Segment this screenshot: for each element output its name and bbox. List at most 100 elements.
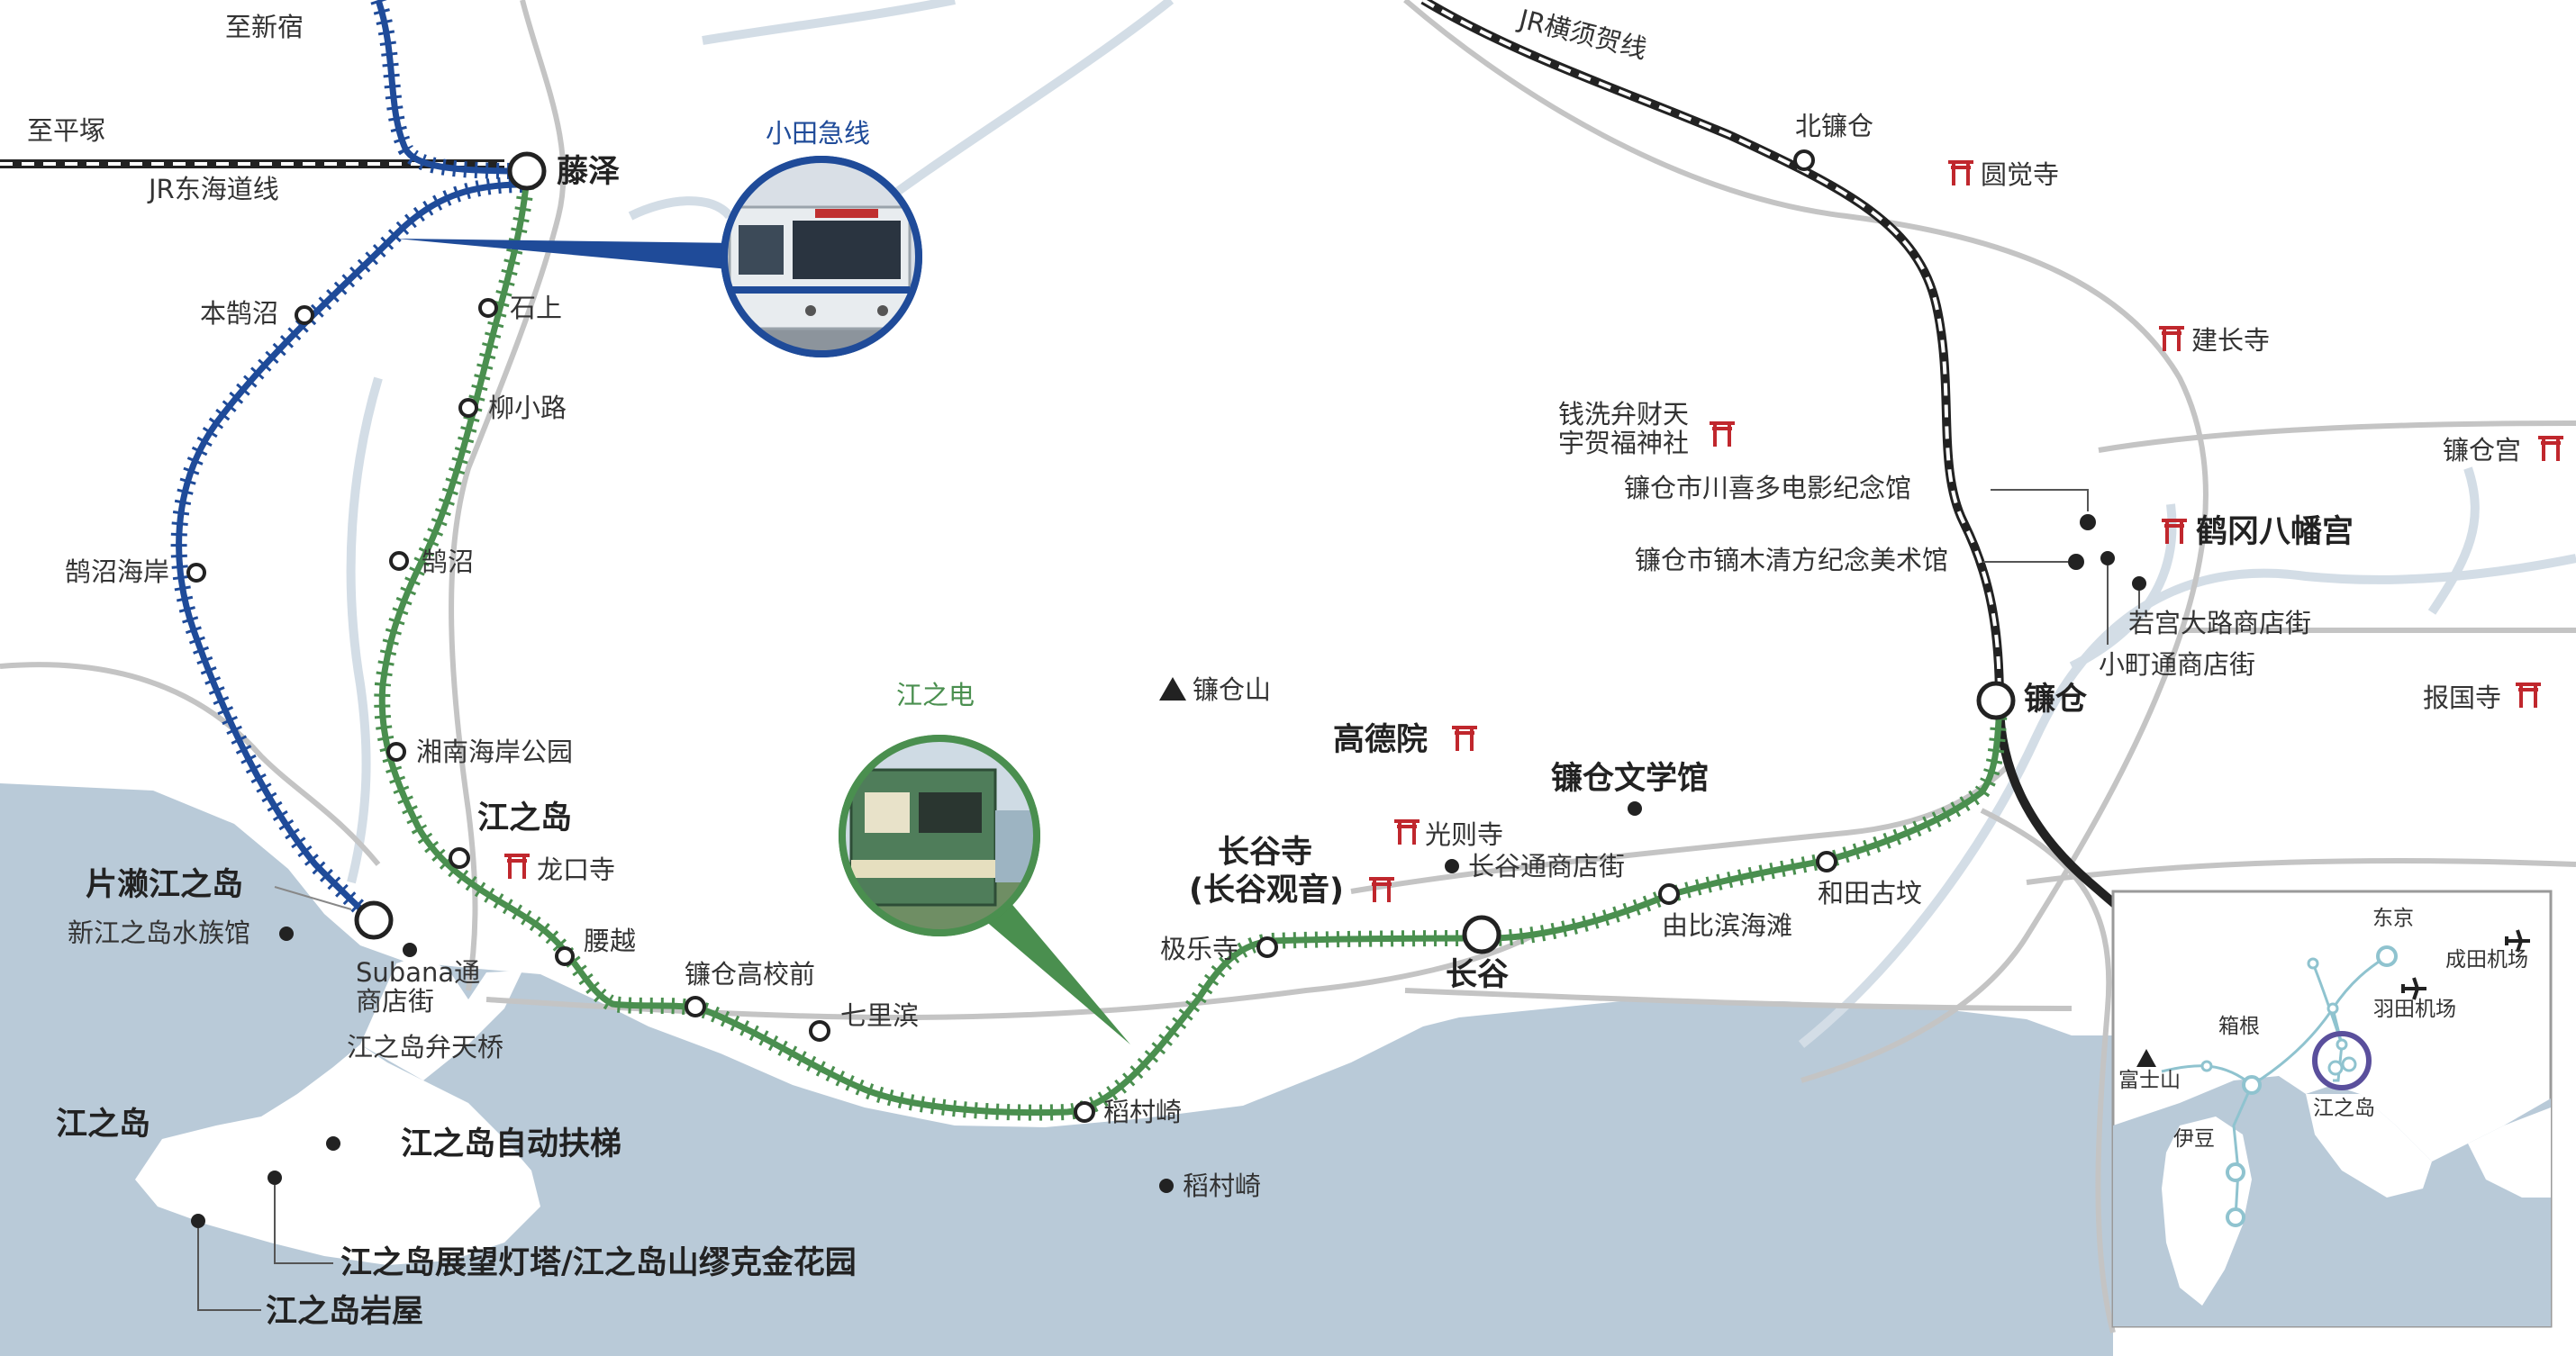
place-bungakukan-label: 镰仓文学馆	[1551, 760, 1709, 797]
enoden-station-shichirigahama-label: 七里滨	[840, 1000, 919, 1031]
odakyu-station-katase-enoshima: 片濑江之岛	[86, 867, 394, 940]
odakyu-station-shonan-kaigan-koen: 湘南海岸公园	[386, 737, 573, 767]
odakyu-line	[170, 0, 523, 927]
odakyu-station-hon-kugenuma-label: 本鹄沼	[200, 298, 278, 329]
place-escalator: 江之岛自动扶梯	[326, 1126, 621, 1162]
place-subana-street-label-2: 商店街	[356, 986, 434, 1017]
place-hasedera: 长谷寺 (长谷观音)	[1189, 835, 1394, 909]
place-ryukoji-label: 龙口寺	[537, 854, 615, 885]
enoden-station-enoshima: 江之岛	[449, 800, 572, 869]
rivers	[346, 0, 2576, 1048]
torii-icon	[2516, 683, 2541, 708]
place-hase-shotengai: 长谷通商店街	[1445, 851, 1625, 881]
place-subana-street: Subana通 商店街	[356, 943, 480, 1017]
place-ryukoji: 龙口寺	[504, 854, 615, 885]
enoden-station-kamakura: 镰仓	[1976, 681, 2088, 720]
direction-hiratsuka: 至平塚	[27, 115, 105, 146]
place-wakamiya-oji: 若宫大路商店街 小町通商店街	[2099, 551, 2311, 680]
place-lighthouse-label: 江之岛展望灯塔/江之岛山缪克金花园	[340, 1244, 857, 1281]
direction-shinjuku: 至新宿	[225, 12, 304, 42]
place-kamakuragu-label: 镰仓宫	[2443, 435, 2521, 466]
enoden-station-yuigahama-label: 由比滨海滩	[1662, 910, 1792, 941]
place-zeniarai-label-1: 钱洗弁财天	[1558, 399, 1689, 429]
place-hokokuji-label: 报国寺	[2423, 683, 2501, 713]
enoden-station-koshigoe-label: 腰越	[584, 926, 636, 956]
odakyu-line-label: 小田急线	[766, 118, 870, 149]
torii-icon	[2538, 436, 2563, 461]
torii-icon	[2162, 519, 2187, 544]
enoden-station-inamuragasaki-label: 稻村崎	[1103, 1097, 1182, 1127]
enoden-station-wadazuka: 和田古坟	[1816, 851, 1922, 909]
place-escalator-label: 江之岛自动扶梯	[401, 1126, 621, 1162]
jr-tokaido-label: JR东海道线	[147, 174, 279, 204]
enoden-station-kamakura-koko-mae-label: 镰仓高校前	[685, 959, 815, 990]
torii-icon	[1948, 160, 1973, 185]
enoden-station-hase-label: 长谷	[1446, 957, 1509, 993]
odakyu-station-yanagikoji-label: 柳小路	[488, 393, 567, 423]
enoden-station-inamuragasaki: 稻村崎	[1074, 1097, 1182, 1127]
place-engakuji-label: 圆觉寺	[1981, 159, 2059, 190]
inset-fuji-label: 富士山	[2118, 1069, 2181, 1092]
place-kotokuin: 高德院	[1333, 722, 1477, 758]
place-kawakita-museum-label: 镰仓市川喜多电影纪念馆	[1624, 473, 1911, 503]
odakyu-station-kugenuma-kaigan: 鹄沼海岸	[65, 556, 206, 587]
place-kenchoji-label: 建长寺	[2191, 325, 2270, 356]
enoden-line-label: 江之电	[896, 680, 975, 710]
odakyu-station-ishigami-label: 石上	[510, 293, 562, 323]
place-hokokuji: 报国寺	[2423, 683, 2541, 713]
jr-station-kita-kamakura-label: 北镰仓	[1795, 111, 1873, 141]
place-inamuragasaki-park: 稻村崎	[1159, 1171, 1261, 1201]
enoshima-island-label: 江之岛	[56, 1107, 150, 1143]
enoden-station-shichirigahama: 七里滨	[809, 1000, 919, 1042]
enoshima-island-shape	[135, 1044, 540, 1265]
place-zeniarai-label-2: 宇贺福神社	[1558, 428, 1689, 458]
inset-narita-label: 成田机场	[2445, 948, 2528, 972]
place-komachi-dori-label: 小町通商店街	[2099, 649, 2255, 680]
enoden-station-enoshima-label: 江之岛	[477, 800, 572, 836]
place-zeniarai: 钱洗弁财天 宇贺福神社	[1558, 399, 1735, 458]
enoden-line	[374, 175, 2008, 1121]
odakyu-station-shonan-kaigan-koen-label: 湘南海岸公园	[416, 737, 573, 767]
place-kamakurayama: 镰仓山	[1159, 674, 1271, 705]
place-caves: 江之岛岩屋	[191, 1214, 423, 1330]
torii-icon	[1369, 877, 1394, 902]
enoden-station-fujisawa-label: 藤泽	[557, 154, 620, 190]
odakyu-station-ishigami: 石上	[478, 293, 562, 323]
place-hase-shotengai-label: 长谷通商店街	[1468, 851, 1625, 881]
inset-station-dots	[2200, 945, 2398, 1227]
place-kosokuji-label: 光则寺	[1425, 819, 1503, 850]
enoden-photo-callout	[839, 735, 1130, 1044]
torii-icon	[504, 854, 530, 879]
enoden-station-gokurakuji: 极乐寺	[1160, 934, 1278, 964]
inset-izu-label: 伊豆	[2173, 1127, 2215, 1151]
enoden-station-gokurakuji-label: 极乐寺	[1160, 934, 1238, 964]
inset-haneda-label: 羽田机场	[2373, 998, 2456, 1021]
odakyu-station-kugenuma-label: 鹄沼	[422, 547, 474, 577]
torii-icon	[1394, 819, 1420, 845]
odakyu-photo-callout	[396, 156, 922, 357]
causeway	[360, 954, 522, 1080]
place-kaburaki-museum-label: 镰仓市镝木清方纪念美术馆	[1635, 545, 1948, 575]
place-caves-label: 江之岛岩屋	[266, 1294, 423, 1330]
jr-station-kita-kamakura: 北镰仓	[1793, 111, 1873, 171]
inset-enoshima-ring	[2312, 1031, 2372, 1090]
place-kotokuin-label: 高德院	[1333, 722, 1428, 758]
mountain-icon	[1159, 677, 1186, 701]
place-aquarium: 新江之岛水族馆	[68, 918, 294, 948]
place-kamakuragu: 镰仓宫	[2443, 435, 2563, 466]
inset-boso-peninsula	[2468, 1107, 2551, 1198]
enoden-station-kamakura-koko-mae: 镰仓高校前	[685, 959, 815, 1017]
inset-map: 东京 成田机场 羽田机场 箱根 富士山 伊豆 江之岛	[2111, 890, 2553, 1328]
enoden-station-kamakura-label: 镰仓	[2024, 682, 2088, 718]
place-engakuji: 圆觉寺	[1948, 159, 2059, 190]
place-tsurugaoka: 鹤冈八幡宫	[2162, 514, 2354, 550]
enoden-station-fujisawa: 藤泽	[507, 151, 620, 191]
place-kaburaki-museum: 镰仓市镝木清方纪念美术馆	[1635, 545, 2084, 575]
enoden-station-hase: 长谷	[1446, 915, 1509, 993]
odakyu-station-hon-kugenuma: 本鹄沼	[200, 298, 314, 329]
place-subana-street-label-1: Subana通	[356, 957, 480, 988]
place-tsurugaoka-label: 鹤冈八幡宫	[2196, 514, 2354, 550]
enoden-station-koshigoe: 腰越	[555, 926, 636, 966]
place-benten-bridge-label: 江之岛弁天桥	[347, 1032, 503, 1062]
